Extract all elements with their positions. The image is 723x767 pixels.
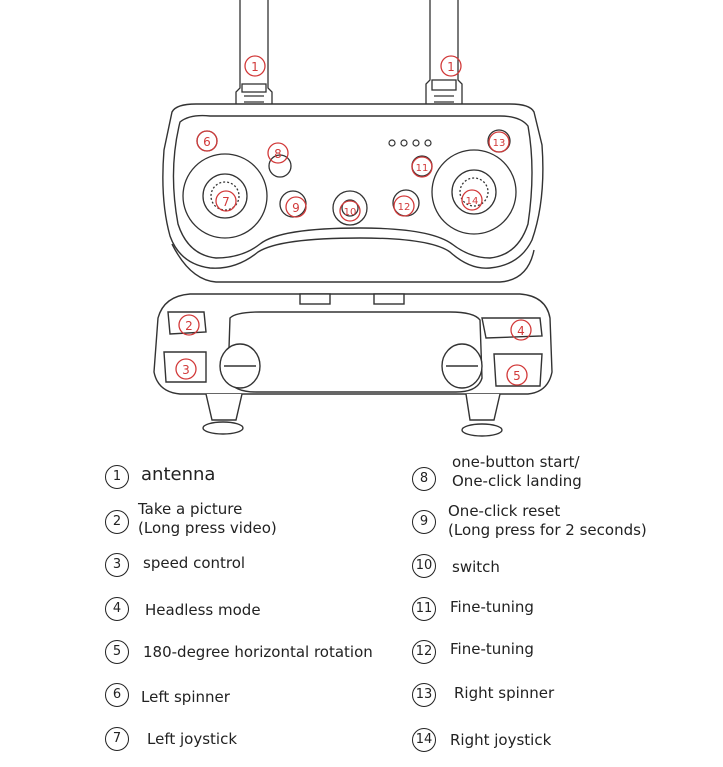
legend-label: one-button start/One-click landing (452, 453, 582, 490)
left-joystick (182, 153, 268, 239)
svg-text:9: 9 (292, 201, 300, 215)
callout-6: 6 (196, 130, 218, 152)
svg-text:1: 1 (251, 60, 259, 74)
legend-label: Headless mode (145, 601, 261, 619)
callout-5: 5 (506, 364, 528, 386)
remote-controller-diagram: 1 1 6 8 7 9 10 12 11 13 14 2 4 3 5 (153, 0, 553, 437)
legend-label: Right joystick (450, 731, 552, 749)
svg-text:8: 8 (274, 147, 282, 161)
svg-text:6: 6 (203, 135, 211, 149)
svg-text:2: 2 (185, 319, 193, 333)
legend-label: switch (452, 558, 500, 576)
controller-front-body (162, 103, 544, 283)
legend-number: 11 (412, 597, 436, 621)
svg-text:1: 1 (447, 60, 455, 74)
callout-markers: 1 1 6 8 7 9 10 12 11 13 14 2 4 3 5 (175, 55, 532, 386)
callout-4: 4 (510, 319, 532, 341)
left-antenna (235, 0, 273, 109)
legend-number: 4 (105, 597, 129, 621)
callout-14: 14 (461, 189, 483, 211)
callout-7: 7 (215, 190, 237, 212)
svg-text:13: 13 (493, 138, 506, 149)
callout-8: 8 (267, 142, 289, 164)
legend-number: 3 (105, 553, 129, 577)
callout-1a: 1 (244, 55, 266, 77)
legend-number: 13 (412, 683, 436, 707)
legend-number: 7 (105, 727, 129, 751)
legend-label: Fine-tuning (450, 598, 534, 616)
legend-number: 2 (105, 510, 129, 534)
svg-text:5: 5 (513, 369, 521, 383)
legend-number: 1 (105, 465, 129, 489)
controller-back-body (153, 293, 553, 437)
legend-number: 6 (105, 683, 129, 707)
right-joystick (431, 149, 517, 235)
legend-number: 5 (105, 640, 129, 664)
callout-12: 12 (393, 195, 415, 217)
legend-label: Left spinner (141, 688, 230, 706)
svg-text:14: 14 (466, 196, 479, 207)
legend-label: Take a picture(Long press video) (138, 500, 277, 537)
right-antenna (425, 0, 463, 109)
svg-text:10: 10 (344, 207, 357, 218)
legend-label: antenna (141, 464, 216, 485)
svg-text:7: 7 (222, 195, 230, 209)
callout-2: 2 (178, 314, 200, 336)
legend-number: 14 (412, 728, 436, 752)
svg-text:4: 4 (517, 324, 525, 338)
legend-label: Fine-tuning (450, 640, 534, 658)
led-indicators (388, 139, 432, 147)
svg-text:12: 12 (398, 202, 411, 213)
svg-text:3: 3 (182, 363, 190, 377)
callout-9: 9 (285, 196, 307, 218)
svg-text:11: 11 (416, 163, 429, 174)
legend-number: 8 (412, 467, 436, 491)
callout-1b: 1 (440, 55, 462, 77)
legend-number: 10 (412, 554, 436, 578)
callout-11: 11 (411, 156, 433, 178)
callout-13: 13 (488, 131, 510, 153)
legend-label: Right spinner (454, 684, 555, 702)
callout-3: 3 (175, 358, 197, 380)
legend-number: 9 (412, 510, 436, 534)
legend-label: Left joystick (147, 730, 238, 748)
legend-label: 180-degree horizontal rotation (143, 643, 373, 661)
legend-label: One-click reset(Long press for 2 seconds… (448, 502, 647, 539)
legend-number: 12 (412, 640, 436, 664)
legend-label: speed control (143, 554, 246, 572)
callout-10: 10 (339, 200, 361, 222)
